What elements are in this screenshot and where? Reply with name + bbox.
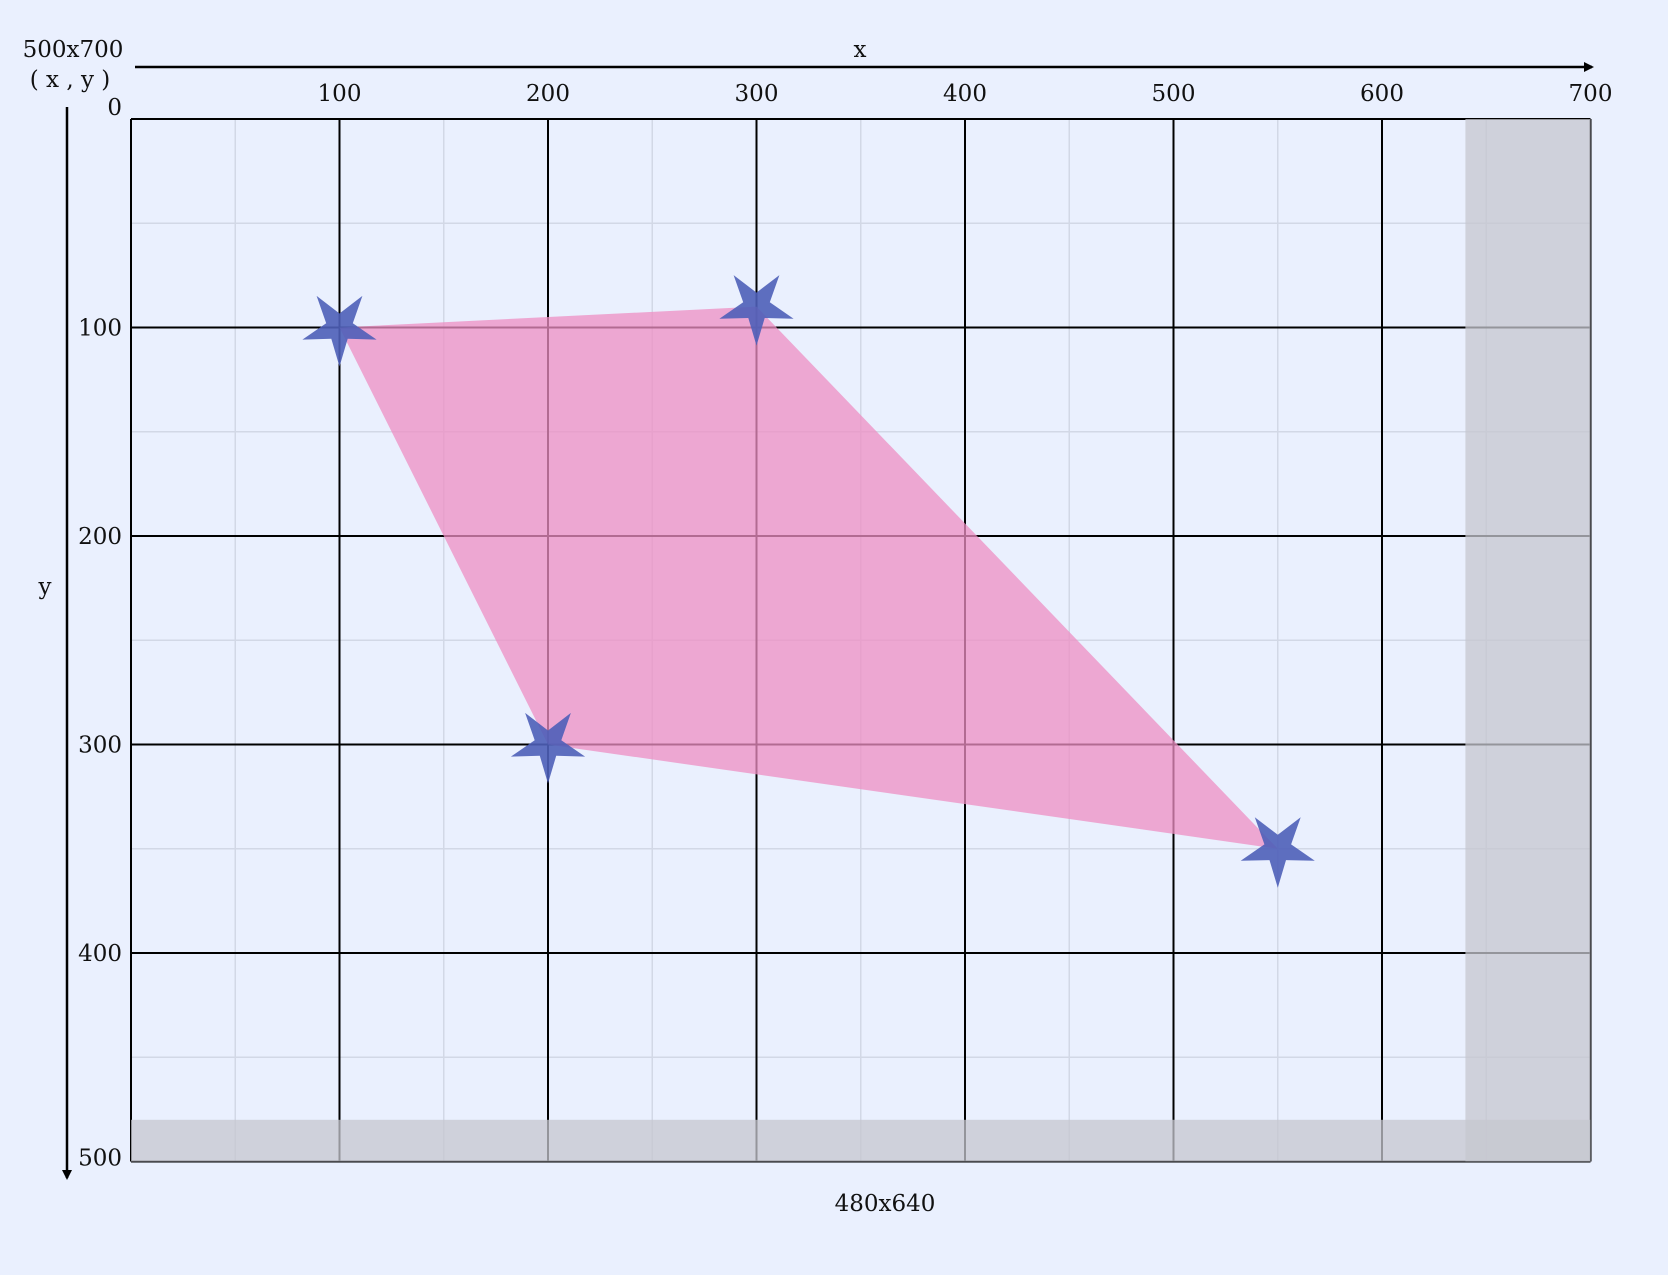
polygon-layer (339, 306, 1278, 849)
y-tick-label: 100 (78, 316, 122, 342)
y-tick-label: 200 (78, 524, 122, 550)
tick-labels: 100 200 300 400 500 600 700 0 100 200 300 400 500 (78, 81, 1612, 1172)
x-tick-label: 100 (318, 81, 362, 107)
vertex-markers (302, 275, 1315, 888)
star-icon (302, 295, 377, 367)
y-tick-label: 500 (78, 1146, 122, 1172)
star-icon (1240, 817, 1315, 888)
x-axis-label: x (854, 37, 867, 63)
star-icon (719, 275, 794, 346)
x-tick-label: 600 (1360, 81, 1404, 107)
x-tick-label: 700 (1569, 81, 1613, 107)
clip-region-shading (131, 119, 1591, 1162)
y-tick-label: 400 (78, 941, 122, 967)
full-size-label: 500x700 (23, 37, 124, 63)
x-tick-label: 200 (526, 81, 570, 107)
y-tick-label: 0 (107, 95, 122, 121)
filled-polygon (339, 306, 1278, 849)
clip-shade-right (1465, 119, 1591, 1162)
coord-hint-label: ( x , y ) (30, 67, 110, 93)
star-icon (510, 712, 586, 784)
y-axis-label: y (38, 574, 52, 600)
x-tick-label: 300 (735, 81, 779, 107)
x-tick-label: 400 (943, 81, 987, 107)
x-tick-label: 500 (1152, 81, 1196, 107)
grid (130, 118, 1592, 1163)
y-tick-label: 300 (78, 733, 122, 759)
clip-size-label: 480x640 (835, 1191, 936, 1217)
clip-shade-bottom (131, 1119, 1591, 1162)
